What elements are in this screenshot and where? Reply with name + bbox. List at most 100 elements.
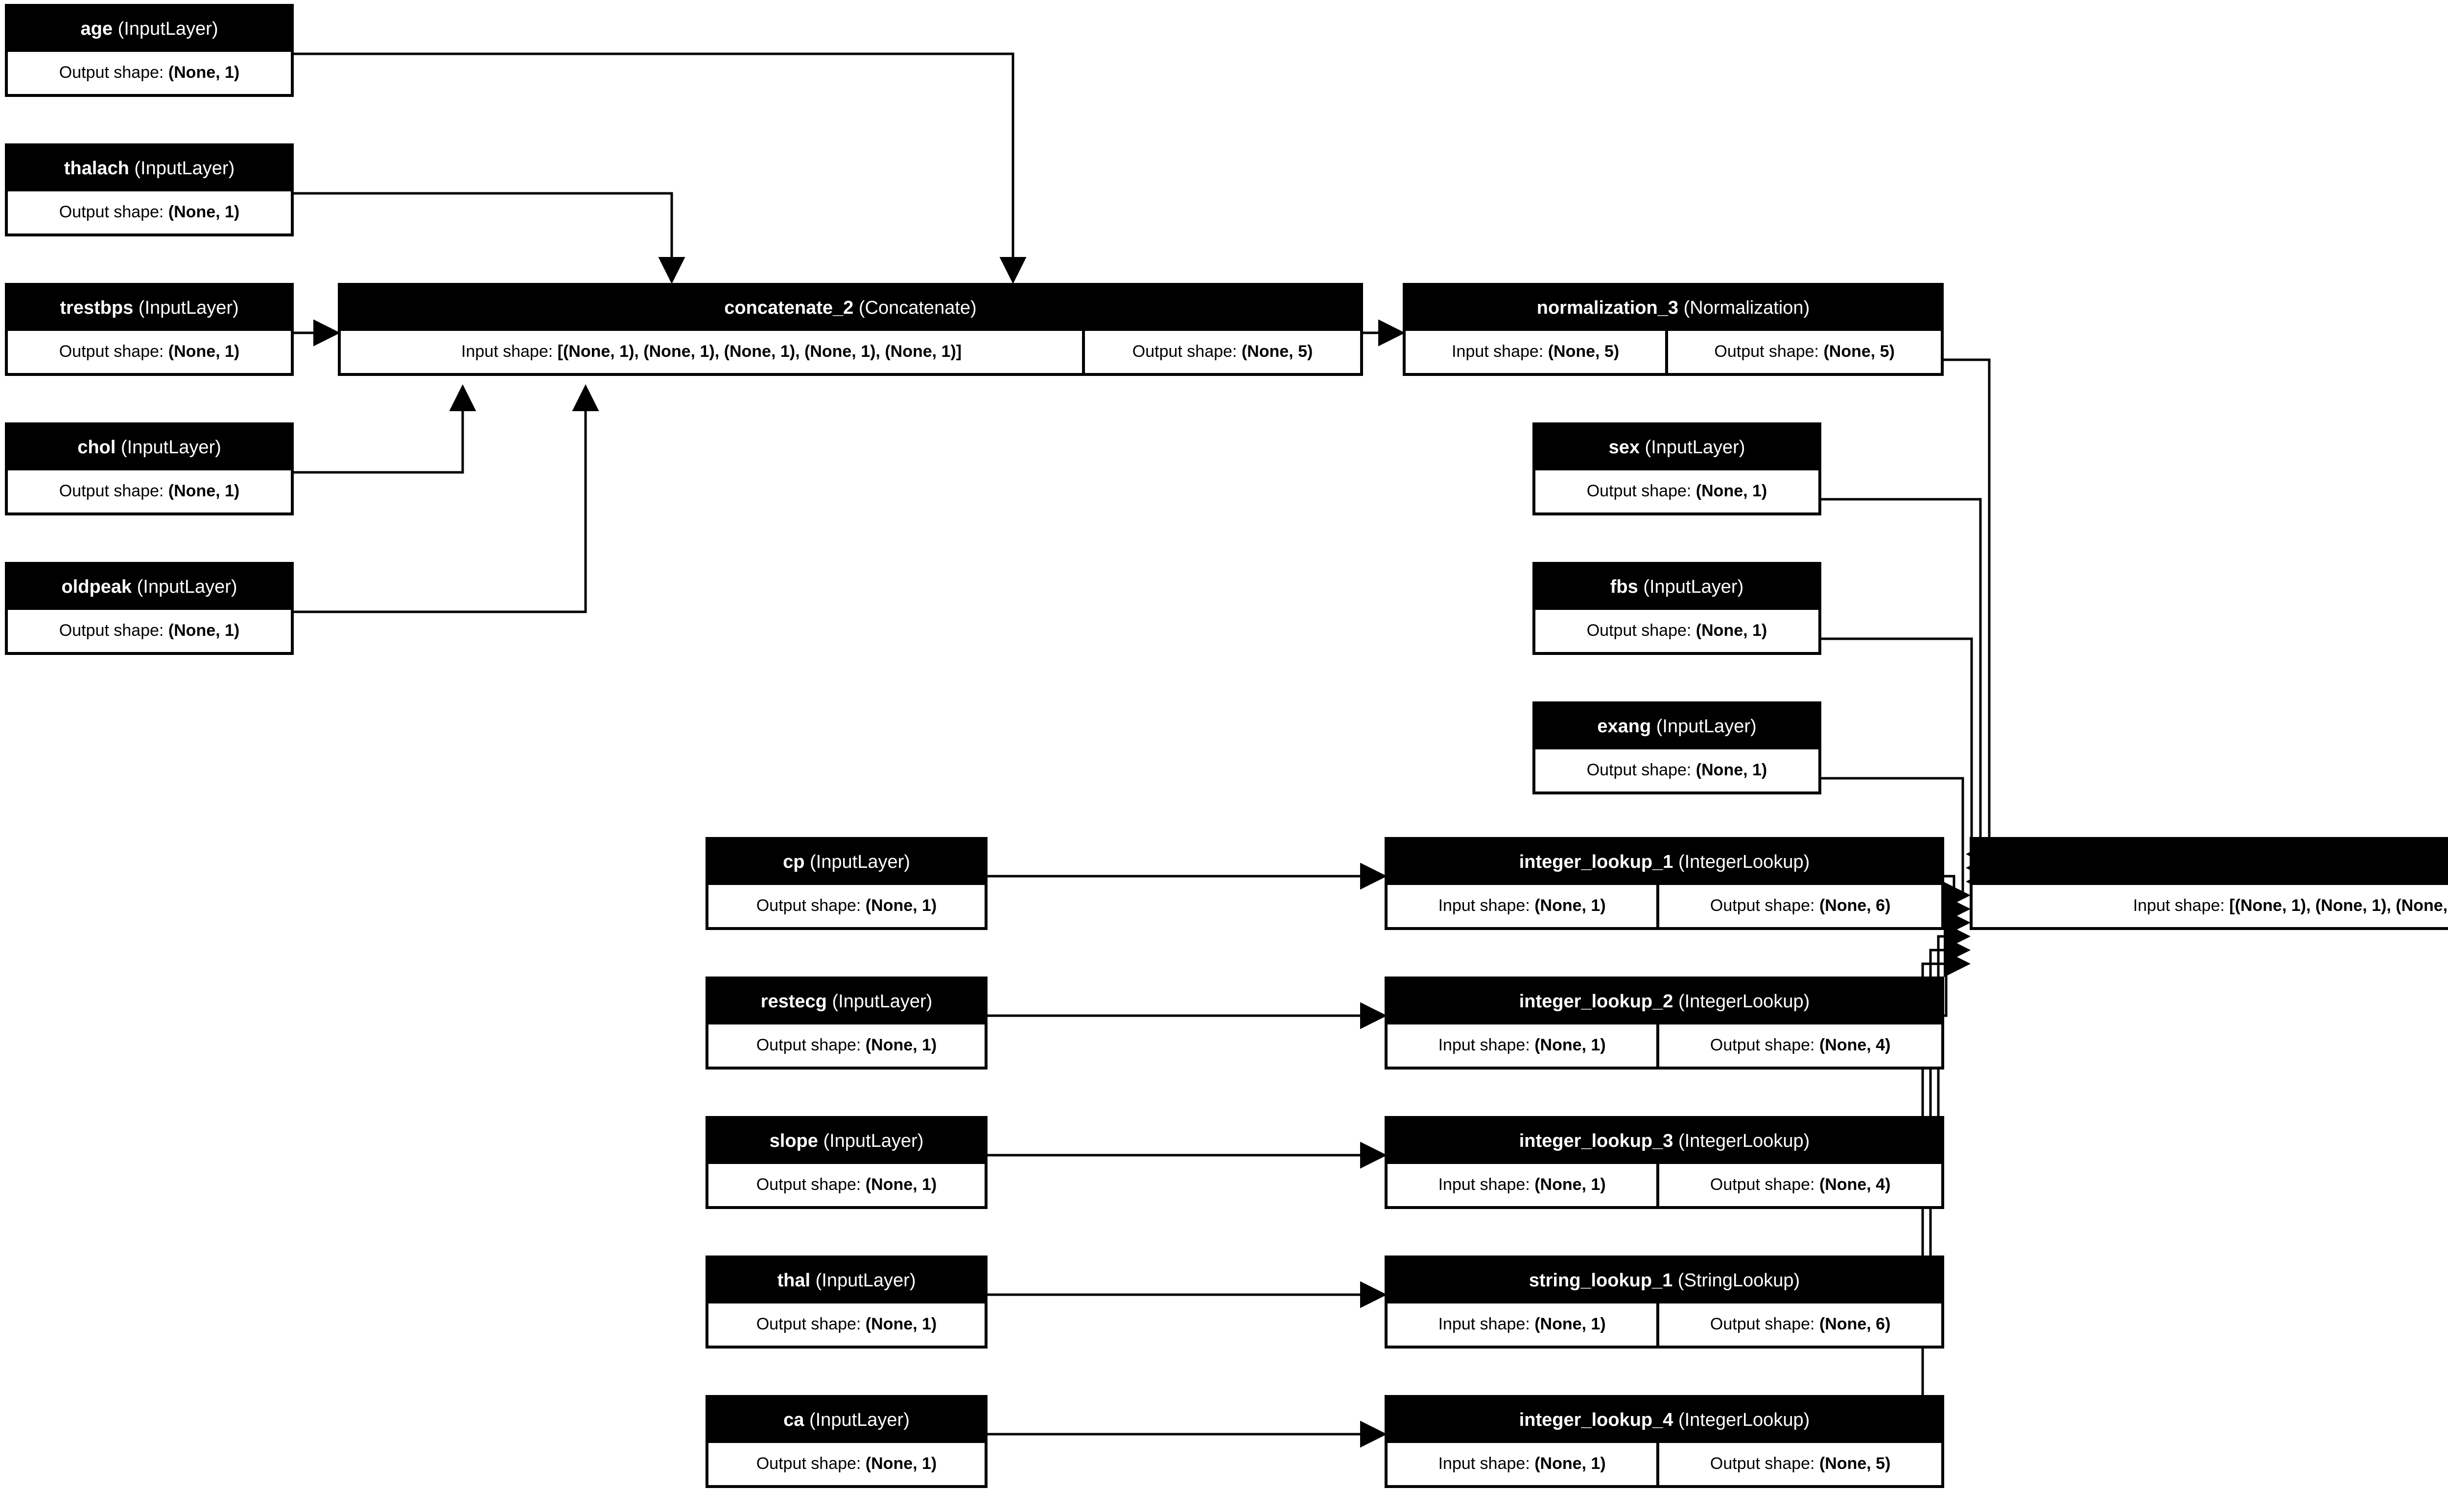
node-title: age (InputLayer) [8, 7, 291, 52]
node-name: normalization_3 [1536, 298, 1679, 318]
node-shapes: Input shape: (None, 1) Output shape: (No… [1388, 1163, 1942, 1206]
node-type: (IntegerLookup) [1678, 991, 1810, 1012]
node-title: string_lookup_1 (StringLookup) [1388, 1258, 1941, 1303]
node-title: trestbps (InputLayer) [8, 286, 291, 331]
node-type: (Concatenate) [858, 298, 977, 318]
node-shapes: Output shape: (None, 1) [708, 1442, 985, 1485]
node-integer-lookup-3[interactable]: integer_lookup_3 (IntegerLookup) Input s… [1385, 1116, 1944, 1209]
node-shapes: Output shape: (None, 1) [708, 1163, 985, 1206]
node-sex[interactable]: sex (InputLayer) Output shape: (None, 1) [1532, 422, 1821, 515]
node-thalach[interactable]: thalach (InputLayer) Output shape: (None… [5, 143, 294, 236]
node-oldpeak[interactable]: oldpeak (InputLayer) Output shape: (None… [5, 562, 294, 655]
node-ca[interactable]: ca (InputLayer) Output shape: (None, 1) [706, 1395, 988, 1488]
output-shape-value: (None, 1) [865, 1315, 937, 1334]
node-trestbps[interactable]: trestbps (InputLayer) Output shape: (Non… [5, 283, 294, 376]
output-shape-cell: Output shape: (None, 5) [1085, 330, 1360, 373]
node-name: chol [77, 437, 116, 458]
output-shape-value: (None, 1) [1695, 621, 1767, 640]
input-shape-cell: Input shape: (None, 1) [1388, 884, 1657, 927]
edge-age-to-concatenate2 [294, 52, 1027, 284]
input-shape-cell: Input shape: (None, 5) [1406, 330, 1666, 373]
input-shape-cell: Input shape: (None, 1) [1388, 1442, 1657, 1485]
node-shapes: Output shape: (None, 1) [8, 470, 291, 512]
node-exang[interactable]: exang (InputLayer) Output shape: (None, … [1532, 701, 1821, 794]
output-shape-cell: Output shape: (None, 1) [708, 1303, 985, 1346]
node-integer-lookup-2[interactable]: integer_lookup_2 (IntegerLookup) Input s… [1385, 977, 1944, 1070]
output-shape-label: Output shape: [1586, 482, 1692, 501]
output-shape-value: (None, 1) [168, 203, 240, 222]
node-type: (InputLayer) [815, 1270, 916, 1291]
output-shape-cell: Output shape: (None, 1) [8, 51, 291, 94]
node-name: string_lookup_1 [1529, 1270, 1673, 1291]
node-type: (InputLayer) [137, 577, 237, 597]
node-shapes: Input shape: [(None, 1), (None, 1), (Non… [341, 330, 1360, 373]
node-string-lookup-1[interactable]: string_lookup_1 (StringLookup) Input sha… [1385, 1256, 1944, 1349]
node-title: concatenate_2 (Concatenate) [341, 286, 1360, 331]
node-type: (InputLayer) [810, 852, 910, 872]
node-age[interactable]: age (InputLayer) Output shape: (None, 1) [5, 4, 294, 97]
edge-normalization3-to-concatenate3 [1944, 358, 1993, 868]
node-type: (InputLayer) [1643, 577, 1744, 597]
input-shape-value: [(None, 1), (None, 1), (None, 1), (None,… [557, 342, 962, 361]
node-type: (Normalization) [1683, 298, 1810, 318]
node-title: integer_lookup_4 (IntegerLookup) [1388, 1398, 1941, 1443]
node-restecg[interactable]: restecg (InputLayer) Output shape: (None… [706, 977, 988, 1070]
node-integer-lookup-4[interactable]: integer_lookup_4 (IntegerLookup) Input s… [1385, 1395, 1944, 1488]
input-shape-cell: Input shape: (None, 1) [1388, 1024, 1657, 1067]
node-name: oldpeak [61, 577, 132, 597]
node-title: integer_lookup_2 (IntegerLookup) [1388, 979, 1941, 1024]
output-shape-cell: Output shape: (None, 4) [1659, 1024, 1942, 1067]
node-integer-lookup-1[interactable]: integer_lookup_1 (IntegerLookup) Input s… [1385, 837, 1944, 930]
output-shape-label: Output shape: [59, 621, 164, 640]
node-title: oldpeak (InputLayer) [8, 565, 291, 610]
output-shape-value: (None, 1) [1695, 761, 1767, 780]
edge-oldpeak-to-concatenate2 [294, 384, 599, 613]
node-thal[interactable]: thal (InputLayer) Output shape: (None, 1… [706, 1256, 988, 1349]
node-shapes: Input shape: (None, 1) Output shape: (No… [1388, 884, 1942, 927]
output-shape-label: Output shape: [1710, 1315, 1815, 1334]
edge-integerlookup1-to-concatenate3 [1944, 875, 1971, 923]
output-shape-value: (None, 1) [865, 1175, 937, 1194]
node-shapes: Input shape: [(None, 1), (None, 1), (Non… [1973, 884, 2448, 927]
node-cp[interactable]: cp (InputLayer) Output shape: (None, 1) [706, 837, 988, 930]
node-shapes: Output shape: (None, 1) [708, 1303, 985, 1346]
output-shape-label: Output shape: [1710, 896, 1815, 915]
node-shapes: Output shape: (None, 1) [708, 884, 985, 927]
node-chol[interactable]: chol (InputLayer) Output shape: (None, 1… [5, 422, 294, 515]
node-name: integer_lookup_4 [1519, 1410, 1673, 1430]
output-shape-label: Output shape: [1710, 1175, 1815, 1194]
output-shape-value: (None, 5) [1823, 342, 1895, 361]
node-normalization-3[interactable]: normalization_3 (Normalization) Input sh… [1403, 283, 1944, 376]
node-name: integer_lookup_2 [1519, 991, 1673, 1012]
output-shape-cell: Output shape: (None, 6) [1659, 1303, 1942, 1346]
node-title: chol (InputLayer) [8, 425, 291, 470]
input-shape-label: Input shape: [1452, 342, 1544, 361]
node-slope[interactable]: slope (InputLayer) Output shape: (None, … [706, 1116, 988, 1209]
output-shape-value: (None, 1) [865, 896, 937, 915]
node-shapes: Input shape: (None, 5) Output shape: (No… [1406, 330, 1941, 373]
node-shapes: Output shape: (None, 1) [8, 51, 291, 94]
output-shape-cell: Output shape: (None, 1) [1535, 609, 1818, 652]
input-shape-label: Input shape: [2133, 896, 2225, 915]
output-shape-label: Output shape: [59, 482, 164, 501]
input-shape-label: Input shape: [1438, 896, 1530, 915]
output-shape-label: Output shape: [59, 63, 164, 82]
edge-sex-to-concatenate3 [1821, 498, 1993, 882]
node-concatenate-2[interactable]: concatenate_2 (Concatenate) Input shape:… [338, 283, 1363, 376]
input-shape-label: Input shape: [1438, 1315, 1530, 1334]
node-type: (InputLayer) [1656, 716, 1757, 737]
output-shape-value: (None, 1) [168, 482, 240, 501]
node-type: (InputLayer) [832, 991, 933, 1012]
input-shape-value: (None, 1) [1534, 1036, 1606, 1055]
node-concatenate-3[interactable]: concatenate_3 (Concatenate) Input shape:… [1970, 837, 2448, 930]
output-shape-label: Output shape: [756, 896, 861, 915]
node-fbs[interactable]: fbs (InputLayer) Output shape: (None, 1) [1532, 562, 1821, 655]
node-shapes: Output shape: (None, 1) [8, 191, 291, 233]
node-name: cp [783, 852, 805, 872]
node-shapes: Output shape: (None, 1) [8, 330, 291, 373]
output-shape-label: Output shape: [756, 1315, 861, 1334]
output-shape-cell: Output shape: (None, 1) [8, 330, 291, 373]
input-shape-label: Input shape: [1438, 1454, 1530, 1473]
output-shape-label: Output shape: [756, 1036, 861, 1055]
